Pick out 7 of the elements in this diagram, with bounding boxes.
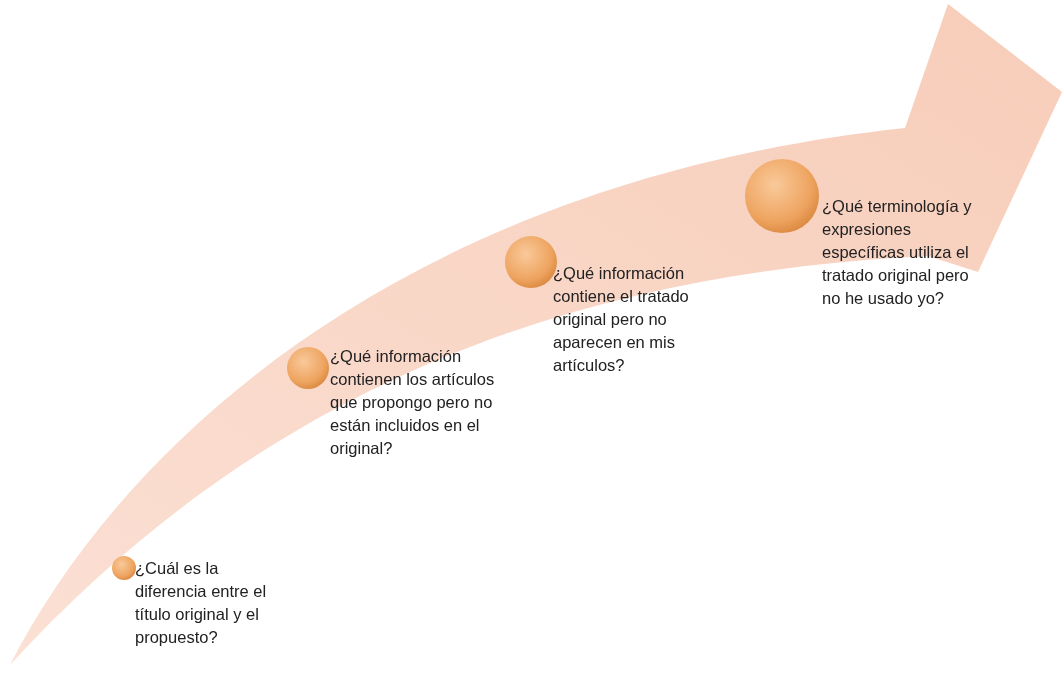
circle-marker (745, 159, 819, 233)
circle-marker (287, 347, 329, 389)
question-text: ¿Cuál es la diferencia entre el título original y el propuesto? (135, 558, 267, 648)
question-text: ¿Qué terminología y expresiones específicas utiliza el tratado original pero no he usado yo? (822, 196, 972, 309)
question-text: ¿Qué información contienen los artículos que propongo pero no están incluidos en el original? (330, 346, 496, 459)
circle-marker (112, 556, 136, 580)
question-text: ¿Qué información contiene el tratado original pero no aparecen en mis artículos? (553, 263, 690, 376)
